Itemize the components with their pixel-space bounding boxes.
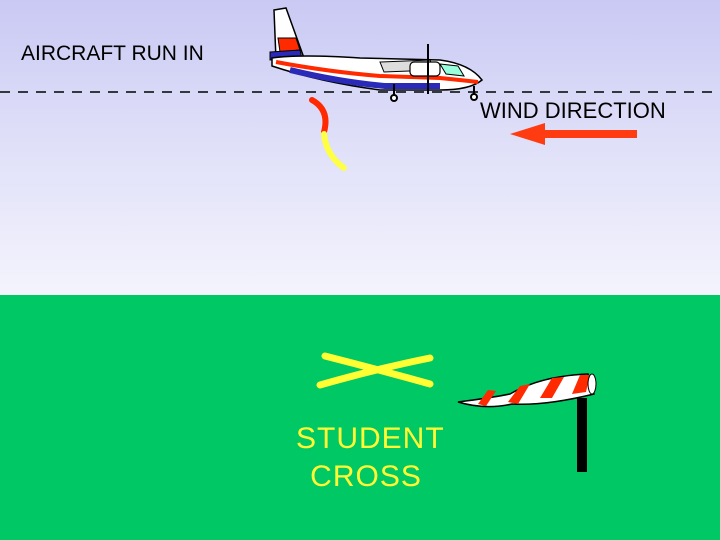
aircraft-run-in-label: AIRCRAFT RUN IN — [21, 42, 204, 65]
wind-arrow-icon — [510, 123, 637, 145]
ground-background — [0, 295, 720, 540]
student-cross-line2: CROSS — [310, 460, 422, 493]
windsock-icon — [457, 373, 597, 472]
aircraft-icon — [269, 7, 484, 102]
cross-marker-icon — [316, 352, 434, 389]
sky-background — [0, 0, 720, 295]
student-cross-line1: STUDENT — [296, 422, 445, 455]
student-cross-label: STUDENT CROSS — [296, 420, 445, 496]
streamer-icon — [309, 97, 347, 171]
wind-direction-label: WIND DIRECTION — [480, 98, 666, 123]
